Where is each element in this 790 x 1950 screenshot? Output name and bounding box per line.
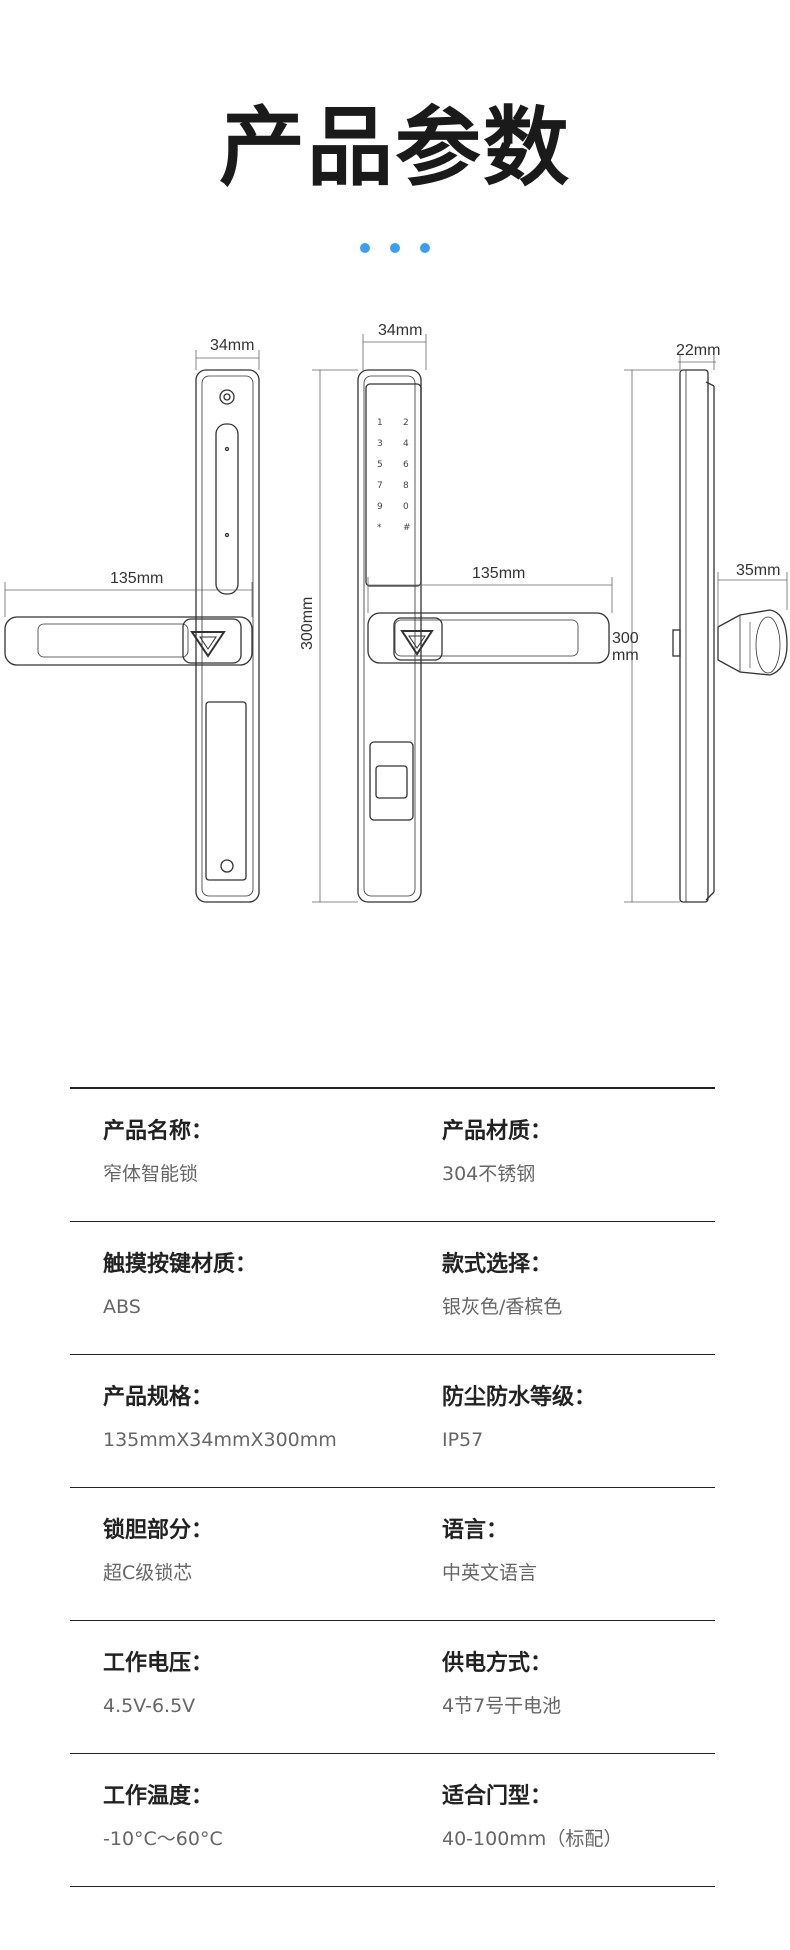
- param-label: 工作温度：: [103, 1784, 214, 1809]
- param-value: 中英文语言: [442, 1562, 538, 1584]
- param-value: IP57: [442, 1429, 484, 1451]
- front-view-handle: [4, 616, 253, 666]
- dim-middle-handle: 135mm: [472, 565, 525, 582]
- table-row: 产品规格： 135mmX34mmX300mm 防尘防水等级： IP57: [70, 1355, 715, 1488]
- param-value: ABS: [103, 1296, 141, 1318]
- param-label: 产品材质：: [442, 1119, 553, 1144]
- dot: [420, 243, 430, 253]
- dot: [390, 243, 400, 253]
- param-cell: 工作温度： -10°C～60°C: [103, 1786, 223, 1849]
- param-cell: 触摸按键材质： ABS: [103, 1254, 257, 1317]
- keypad-key: 3: [377, 439, 383, 449]
- param-label: 供电方式：: [442, 1651, 553, 1676]
- keypad-key: 9: [377, 502, 383, 512]
- param-label: 防尘防水等级：: [442, 1385, 597, 1410]
- param-cell: 工作电压： 4.5V-6.5V: [103, 1653, 213, 1716]
- table-row: 产品名称： 窄体智能锁 产品材质： 304不锈钢: [70, 1089, 715, 1222]
- fingerprint-window: [369, 741, 414, 821]
- keypad-digits: 1 2 3 4 5 6 7 8 9 0 * #: [377, 418, 411, 533]
- param-label: 触摸按键材质：: [103, 1252, 258, 1277]
- param-value: 4.5V-6.5V: [103, 1695, 196, 1717]
- dim-front-handle: 135mm: [110, 570, 163, 587]
- dim-side-handle: 35mm: [736, 562, 780, 579]
- keypad-panel: [365, 383, 422, 587]
- side-view-body: [679, 369, 709, 903]
- side-spindle: [672, 629, 681, 657]
- param-value: 窄体智能锁: [103, 1163, 199, 1185]
- param-cell: 供电方式： 4节7号干电池: [442, 1653, 561, 1716]
- dim-middle-width: 34mm: [378, 322, 422, 339]
- dot: [360, 243, 370, 253]
- side-view-handle: [717, 609, 788, 676]
- front-view-body: [195, 369, 260, 903]
- dim-side-height-value: 300: [612, 630, 639, 647]
- param-cell: 产品材质： 304不锈钢: [442, 1121, 552, 1184]
- param-value: -10°C～60°C: [103, 1828, 223, 1850]
- keypad-key: 8: [403, 481, 409, 491]
- param-value: 超C级锁芯: [103, 1562, 193, 1584]
- param-cell: 款式选择： 银灰色/香槟色: [442, 1254, 562, 1317]
- param-cell: 语言： 中英文语言: [442, 1520, 537, 1583]
- dim-side-height-unit: mm: [612, 647, 639, 664]
- page-title: 产品参数: [219, 98, 571, 198]
- table-row: 工作温度： -10°C～60°C 适合门型： 40-100mm（标配）: [70, 1754, 715, 1887]
- param-label: 产品规格：: [103, 1385, 214, 1410]
- param-label: 工作电压：: [103, 1651, 214, 1676]
- keypad-key: 5: [377, 460, 383, 470]
- param-cell: 锁胆部分： 超C级锁芯: [103, 1520, 213, 1583]
- param-label: 适合门型：: [442, 1784, 553, 1809]
- param-value: 40-100mm（标配）: [442, 1828, 623, 1850]
- param-cell: 适合门型： 40-100mm（标配）: [442, 1786, 622, 1849]
- table-row: 锁胆部分： 超C级锁芯 语言： 中英文语言: [70, 1488, 715, 1621]
- keypad-key: 6: [403, 460, 409, 470]
- param-value: 4节7号干电池: [442, 1695, 562, 1717]
- table-row: 工作电压： 4.5V-6.5V 供电方式： 4节7号干电池: [70, 1621, 715, 1754]
- param-label: 语言：: [442, 1518, 509, 1543]
- keypad-key: 7: [377, 481, 383, 491]
- param-cell: 产品规格： 135mmX34mmX300mm: [103, 1387, 337, 1450]
- keypad-key: 2: [403, 418, 409, 428]
- decorative-dots: [0, 243, 790, 253]
- product-dimension-drawing: 1 2 3 4 5 6 7 8 9 0 * # 34mm 135mm 300mm 34mm 135mm…: [4, 322, 788, 903]
- param-label: 锁胆部分：: [103, 1518, 214, 1543]
- keypad-key: 4: [403, 439, 409, 449]
- param-cell: 产品名称： 窄体智能锁: [103, 1121, 213, 1184]
- param-cell: 防尘防水等级： IP57: [442, 1387, 596, 1450]
- dim-side-depth: 22mm: [676, 342, 720, 359]
- parameter-table: 产品名称： 窄体智能锁 产品材质： 304不锈钢 触摸按键材质： ABS 款式选…: [70, 1087, 715, 1887]
- param-label: 产品名称：: [103, 1119, 214, 1144]
- param-label: 款式选择：: [442, 1252, 553, 1277]
- keypad-key: 0: [403, 502, 409, 512]
- table-row: 触摸按键材质： ABS 款式选择： 银灰色/香槟色: [70, 1222, 715, 1355]
- dim-front-width: 34mm: [210, 337, 254, 354]
- keypad-key: *: [377, 523, 382, 533]
- keypad-key: #: [403, 523, 411, 533]
- param-value: 135mmX34mmX300mm: [103, 1429, 337, 1451]
- param-value: 304不锈钢: [442, 1163, 536, 1185]
- dim-front-height: 300mm: [299, 597, 316, 650]
- middle-view-handle: [367, 612, 610, 664]
- param-value: 银灰色/香槟色: [442, 1296, 563, 1318]
- keypad-key: 1: [377, 418, 383, 428]
